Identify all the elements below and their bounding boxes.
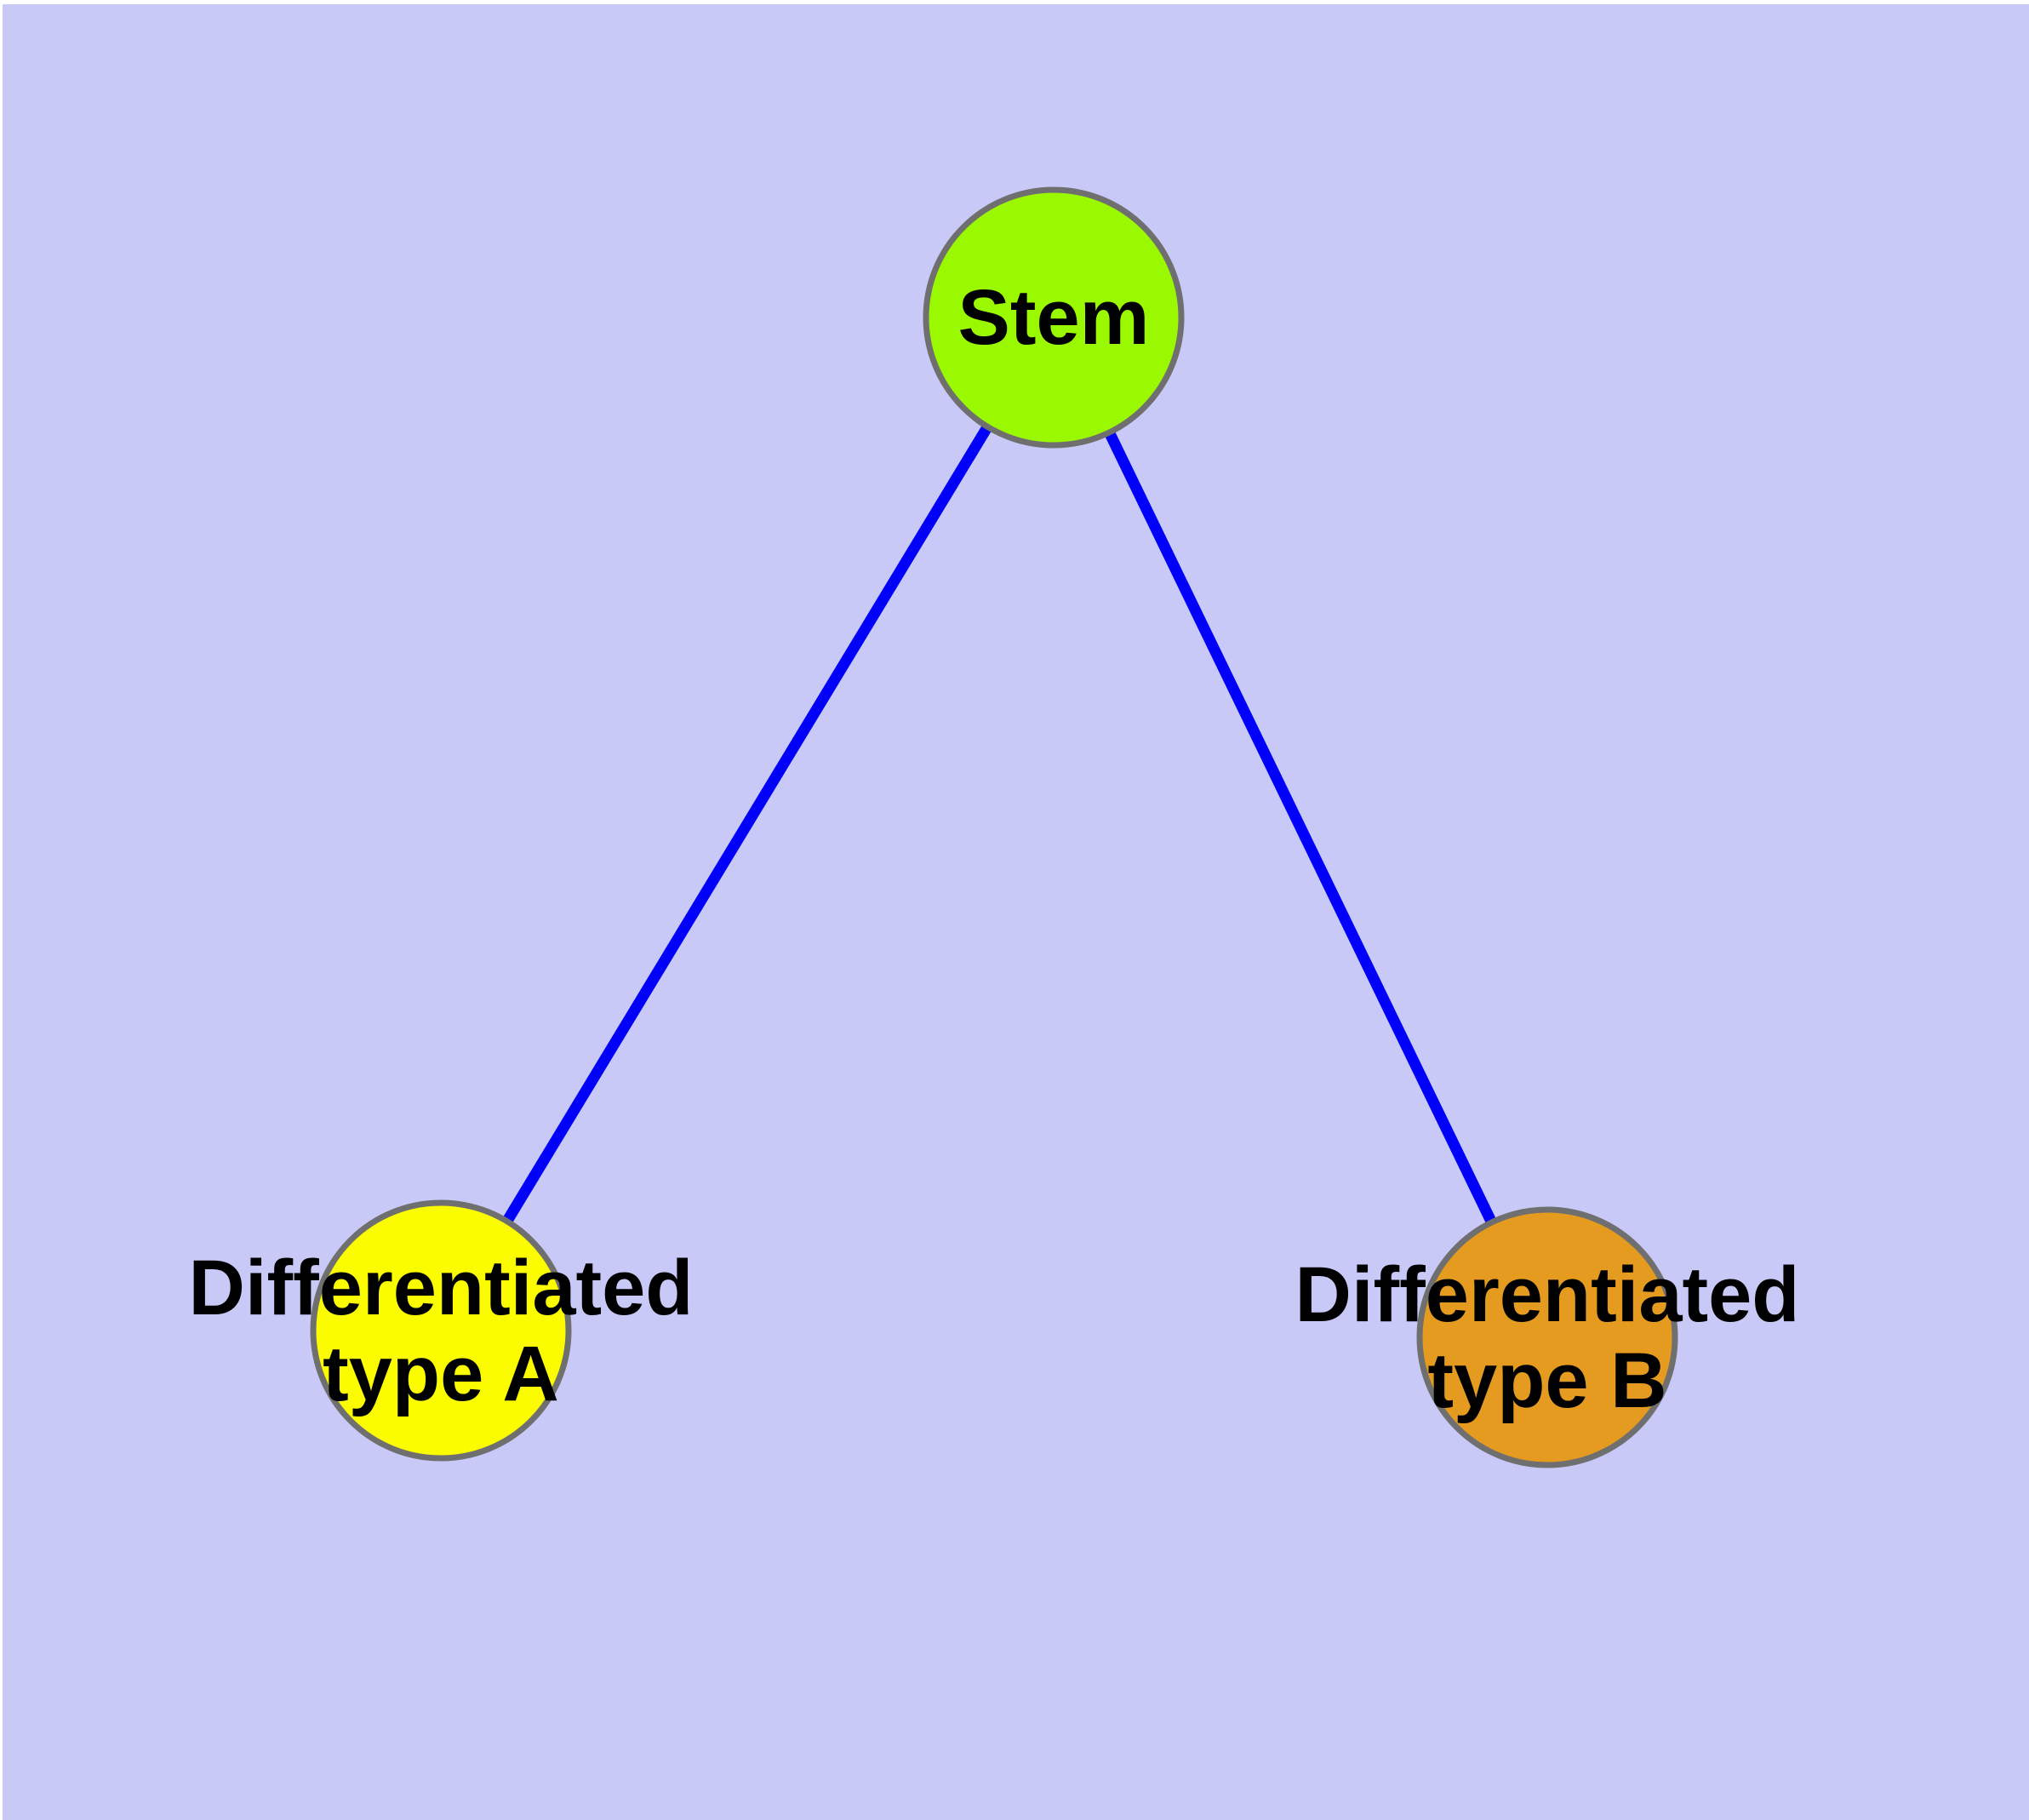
node-differentiated-type-a: Differentiated type A <box>189 1199 694 1462</box>
edge-stem-to-type-a <box>436 314 1059 1334</box>
type-a-node-label-line1: Differentiated <box>189 1245 694 1331</box>
edge-stem-to-type-b <box>1049 315 1552 1340</box>
type-a-node-circle <box>310 1199 572 1462</box>
type-a-node-label-line2: type A <box>323 1331 559 1417</box>
node-stem: Stem <box>923 186 1185 449</box>
node-differentiated-type-b: Differentiated type B <box>1295 1206 1800 1468</box>
stem-node-label: Stem <box>958 274 1150 361</box>
type-b-node-label-line2: type B <box>1427 1337 1666 1424</box>
type-b-node-label-line1: Differentiated <box>1295 1251 1800 1338</box>
type-b-node-circle <box>1416 1206 1678 1468</box>
stem-node-circle <box>923 186 1185 449</box>
edge-group <box>436 314 1552 1340</box>
